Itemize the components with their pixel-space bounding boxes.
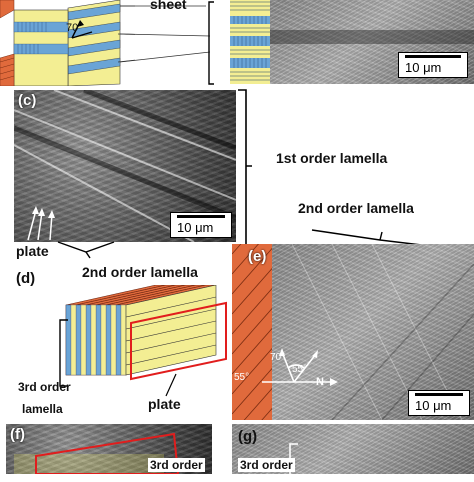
panel-e-sem-image <box>272 244 474 420</box>
north-label-e: N <box>316 376 324 388</box>
panel-a-schematic: 70° <box>0 0 211 87</box>
angle-55-right-e: 55° <box>292 364 308 375</box>
panel-d-plate-diagram <box>65 285 227 381</box>
panel-f-sem-image: (f) 3rd order <box>6 424 212 474</box>
first-order-bracket <box>238 89 252 247</box>
panel-c-texture <box>14 90 236 242</box>
panel-c-letter: (c) <box>18 92 37 109</box>
scalebar-line <box>177 215 225 218</box>
panel-g-third-order-label: 3rd order <box>238 458 295 472</box>
angle-55-left-e: 55° <box>234 372 250 383</box>
second-order-lamella-label-top: 2nd order lamella <box>298 200 414 216</box>
plate-pointer-d <box>165 373 177 397</box>
panel-d-letter: (d) <box>16 270 36 287</box>
plate-label-c: plate <box>16 243 49 259</box>
scalebar-label: 10 μm <box>415 398 452 413</box>
panel-e-container: (e) 70° 55° 55° N 10 μm <box>232 244 474 420</box>
panel-e-letter: (e) <box>248 248 267 265</box>
plate-label-d: plate <box>148 396 181 412</box>
panel-a-leader-lines <box>120 1 214 85</box>
lamella-label-d: lamella <box>22 402 63 416</box>
scalebar-label: 10 μm <box>405 60 442 75</box>
panel-f-letter: (f) <box>10 426 25 443</box>
panel-e-angle-diagram <box>262 348 338 386</box>
panel-e-scalebar: 10 μm <box>408 390 470 416</box>
third-order-bracket <box>59 319 68 387</box>
scalebar-line <box>415 393 463 396</box>
panel-b-scalebar: 10 μm <box>398 52 468 78</box>
panel-b-fracture-band <box>270 30 474 44</box>
panel-c-scalebar: 10 μm <box>170 212 232 238</box>
panel-g-letter: (g) <box>238 428 258 445</box>
panel-f-third-order-label: 3rd order <box>148 458 205 472</box>
third-order-label-d: 3rd order <box>18 380 71 394</box>
panel-e-texture <box>291 244 474 420</box>
sheet-label: sheet <box>150 0 187 12</box>
scalebar-label: 10 μm <box>177 220 214 235</box>
panel-g-sem-image: (g) 3rd order <box>232 424 474 480</box>
second-order-bracket-c <box>57 241 115 259</box>
first-order-lamella-label: 1st order lamella <box>276 150 388 166</box>
sheet-layer-strip <box>230 0 270 84</box>
scalebar-line <box>405 55 461 58</box>
lamella-stack-diagram <box>0 0 211 87</box>
angle-70-label: 70° <box>66 22 83 34</box>
panel-b-sem-image: 10 μm <box>270 0 474 84</box>
angle-70-e: 70° <box>270 352 286 363</box>
panel-f-overlay <box>14 432 180 474</box>
plate-arrows <box>27 206 55 241</box>
panel-e-schematic-strip <box>232 244 276 420</box>
second-order-lamella-label-mid: 2nd order lamella <box>82 264 198 280</box>
panel-c-sem-image: (c) 10 μm <box>14 90 236 242</box>
